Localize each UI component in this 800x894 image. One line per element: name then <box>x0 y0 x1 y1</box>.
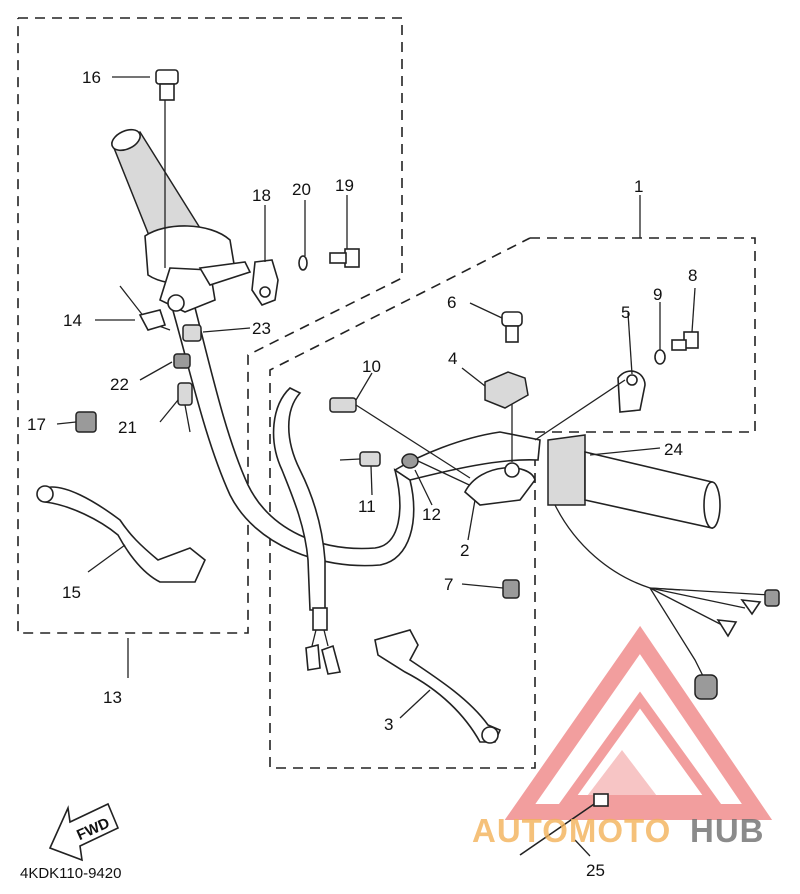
part-11-adjuster <box>339 451 381 467</box>
callout-labels: 16 18 20 19 1 8 9 6 5 14 23 4 10 22 17 2… <box>27 68 697 880</box>
callout-15: 15 <box>62 583 81 602</box>
callout-3: 3 <box>384 715 393 734</box>
callout-14: 14 <box>63 311 82 330</box>
callout-23: 23 <box>252 319 271 338</box>
callout-9: 9 <box>653 285 662 304</box>
callout-1: 1 <box>634 177 643 196</box>
part-7-nut <box>502 579 520 599</box>
callout-4: 4 <box>448 349 457 368</box>
callout-5: 5 <box>621 303 630 322</box>
part-8-bolt <box>671 331 699 351</box>
part-21-adjuster <box>177 382 193 433</box>
part-24-throttle-grip <box>547 434 721 591</box>
callout-7: 7 <box>444 575 453 594</box>
part-18-bracket <box>251 259 279 306</box>
callout-24: 24 <box>664 440 683 459</box>
watermark-text: AUTOMOTO HUB <box>472 812 765 849</box>
part-2-brake-holder <box>464 466 536 506</box>
handlebar <box>168 295 541 675</box>
left-grip-assembly <box>111 80 252 313</box>
part-24-harness <box>649 587 780 700</box>
callout-6: 6 <box>447 293 456 312</box>
part-5-clamp <box>617 370 646 413</box>
part-4-holder <box>484 371 529 409</box>
part-23-cap <box>182 324 202 342</box>
watermark-hub: HUB <box>690 812 765 849</box>
callout-10: 10 <box>362 357 381 376</box>
callout-11: 11 <box>358 497 376 516</box>
part-15-clutch-lever <box>38 486 206 583</box>
part-10-switch <box>329 397 471 479</box>
group-1-outline <box>269 237 756 769</box>
callout-13: 13 <box>103 688 122 707</box>
part-20-washer <box>298 255 308 271</box>
callout-17: 17 <box>27 415 46 434</box>
fwd-arrow: FWD <box>48 802 120 862</box>
callout-22: 22 <box>110 375 129 394</box>
part-16-bolt <box>155 69 179 101</box>
callout-2: 2 <box>460 541 469 560</box>
watermark-automoto: AUTOMOTO <box>472 812 671 849</box>
leader-lines <box>56 76 696 857</box>
part-9-washer <box>654 349 666 365</box>
callout-18: 18 <box>252 186 271 205</box>
callout-16: 16 <box>82 68 101 87</box>
part-3-brake-lever <box>374 629 502 744</box>
part-25-cable-tie <box>519 793 609 856</box>
callout-8: 8 <box>688 266 697 285</box>
group-13-outline <box>17 17 403 634</box>
part-6-bolt <box>501 311 523 343</box>
callout-12: 12 <box>422 505 441 524</box>
callout-25: 25 <box>586 861 605 880</box>
watermark-logo <box>504 625 773 820</box>
callout-21: 21 <box>118 418 137 437</box>
part-17-nut <box>75 411 97 433</box>
diagram-code: 4KDK110-9420 <box>20 865 121 882</box>
part-22-boot <box>173 353 191 369</box>
callout-19: 19 <box>335 176 354 195</box>
part-14-switch <box>119 285 171 331</box>
callout-20: 20 <box>292 180 311 199</box>
part-19-bolt <box>329 248 360 268</box>
